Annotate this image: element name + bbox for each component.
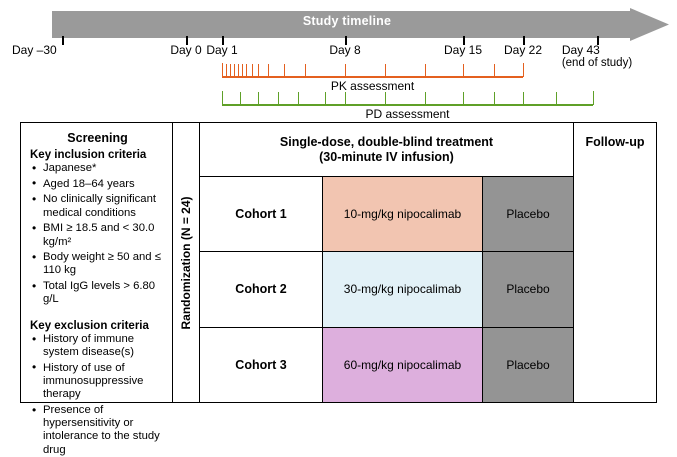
- cohort-name: Cohort 1: [200, 177, 323, 252]
- criteria-item: History of use of immunosuppressive ther…: [32, 361, 165, 402]
- day-tick: [62, 36, 64, 45]
- study-timeline-arrow: [52, 8, 669, 41]
- day-label: Day 22: [503, 43, 543, 57]
- assessment-endcap: [221, 63, 224, 77]
- assessment-tick: [556, 92, 558, 105]
- assessment-tick: [325, 92, 327, 105]
- day-label: Day 15: [443, 43, 483, 57]
- criteria-item: Total IgG levels > 6.80 g/L: [32, 280, 165, 306]
- day-label: Day 1: [206, 43, 238, 57]
- assessment-endcap: [592, 91, 595, 105]
- day-tick: [345, 36, 347, 45]
- assessment-tick: [226, 64, 228, 77]
- dose-cell: 30-mg/kg nipocalimab: [323, 252, 483, 327]
- study-design-box: Screening Key inclusion criteria Japanes…: [20, 122, 657, 456]
- day-tick: [597, 36, 599, 45]
- assessment-tick: [258, 64, 260, 77]
- assessment-tick: [238, 64, 240, 77]
- follow-up-column: Follow-up: [574, 123, 656, 402]
- assessment-tick: [268, 64, 270, 77]
- day-sublabel: (end of study): [561, 57, 633, 69]
- assessment-tick: [298, 92, 300, 105]
- follow-up-label: Follow-up: [585, 135, 645, 149]
- randomization-column: Randomization (N = 24): [173, 123, 200, 402]
- cohort-name: Cohort 2: [200, 252, 323, 327]
- placebo-cell: Placebo: [483, 177, 573, 252]
- assessment-tick: [258, 92, 260, 105]
- assessment-tick: [425, 92, 427, 105]
- day-tick: [463, 36, 465, 45]
- dose-cell: 60-mg/kg nipocalimab: [323, 327, 483, 402]
- assessment-tick: [425, 64, 427, 77]
- assessment-tick: [463, 64, 465, 77]
- criteria-item: Body weight ≥ 50 and ≤ 110 kg: [32, 251, 165, 277]
- assessment-tick: [463, 92, 465, 105]
- criteria-item: History of immune system disease(s): [32, 333, 165, 359]
- assessment-tick: [305, 64, 307, 77]
- assessment-label: PK assessment: [330, 79, 415, 93]
- day-tick: [222, 36, 224, 45]
- assessment-tick: [284, 64, 286, 77]
- placebo-cell: Placebo: [483, 252, 573, 327]
- assessment-tick: [278, 92, 280, 105]
- assessment-tick: [523, 92, 525, 105]
- day-label: Day –30: [12, 43, 57, 57]
- assessment-tick: [345, 92, 347, 105]
- assessment-tick: [494, 92, 496, 105]
- criteria-item: BMI ≥ 18.5 and < 30.0 kg/m²: [32, 222, 165, 248]
- assessment-tick: [252, 64, 254, 77]
- exclusion-criteria-heading: Key exclusion criteria: [30, 320, 149, 333]
- criteria-item: Aged 18–64 years: [32, 177, 165, 191]
- criteria-item: Presence of hypersensitivity or intolera…: [32, 404, 165, 457]
- assessment-tick: [240, 92, 242, 105]
- criteria-spacer: [30, 309, 165, 320]
- cohort-name: Cohort 3: [200, 327, 323, 402]
- assessment-tick: [246, 64, 248, 77]
- assessment-tick: [230, 64, 232, 77]
- assessment-rail: [221, 63, 525, 78]
- inclusion-criteria-list: Japanese* Aged 18–64 years No clinically s…: [30, 161, 165, 307]
- assessment-label: PD assessment: [365, 107, 450, 121]
- assessment-tick: [234, 64, 236, 77]
- placebo-cell: Placebo: [483, 327, 573, 402]
- day-label: Day 43(end of study): [561, 43, 633, 70]
- assessment-rail: [221, 91, 595, 106]
- assessment-tick: [494, 64, 496, 77]
- assessment-tick: [242, 64, 244, 77]
- treatment-header: Single-dose, double-blind treatment (30-…: [200, 123, 573, 177]
- study-timeline-title: Study timeline: [302, 14, 392, 28]
- assessment-tick: [385, 64, 387, 77]
- criteria-item: No clinically significant medical condit…: [32, 193, 165, 219]
- treatment-column: Single-dose, double-blind treatment (30-…: [200, 123, 574, 402]
- criteria-item: Japanese*: [32, 161, 165, 175]
- assessment-endcap: [221, 91, 224, 105]
- screening-title: Screening: [67, 131, 128, 145]
- day-label: Day 8: [329, 43, 361, 57]
- screening-column: Screening Key inclusion criteria Japanes…: [21, 123, 173, 456]
- assessment-endcap: [522, 63, 525, 77]
- day-tick: [523, 36, 525, 45]
- exclusion-criteria-list: History of immune system disease(s)Histo…: [30, 333, 165, 457]
- inclusion-criteria-heading: Key inclusion criteria: [30, 149, 147, 161]
- assessment-tick: [345, 64, 347, 77]
- assessment-tick: [385, 92, 387, 105]
- day-label: Day 0: [170, 43, 202, 57]
- dose-cell: 10-mg/kg nipocalimab: [323, 177, 483, 252]
- randomization-label: Randomization (N = 24): [179, 195, 193, 330]
- treatment-header-line2: (30-minute IV infusion): [319, 149, 454, 164]
- day-tick: [186, 36, 188, 45]
- treatment-header-line1: Single-dose, double-blind treatment: [279, 134, 494, 149]
